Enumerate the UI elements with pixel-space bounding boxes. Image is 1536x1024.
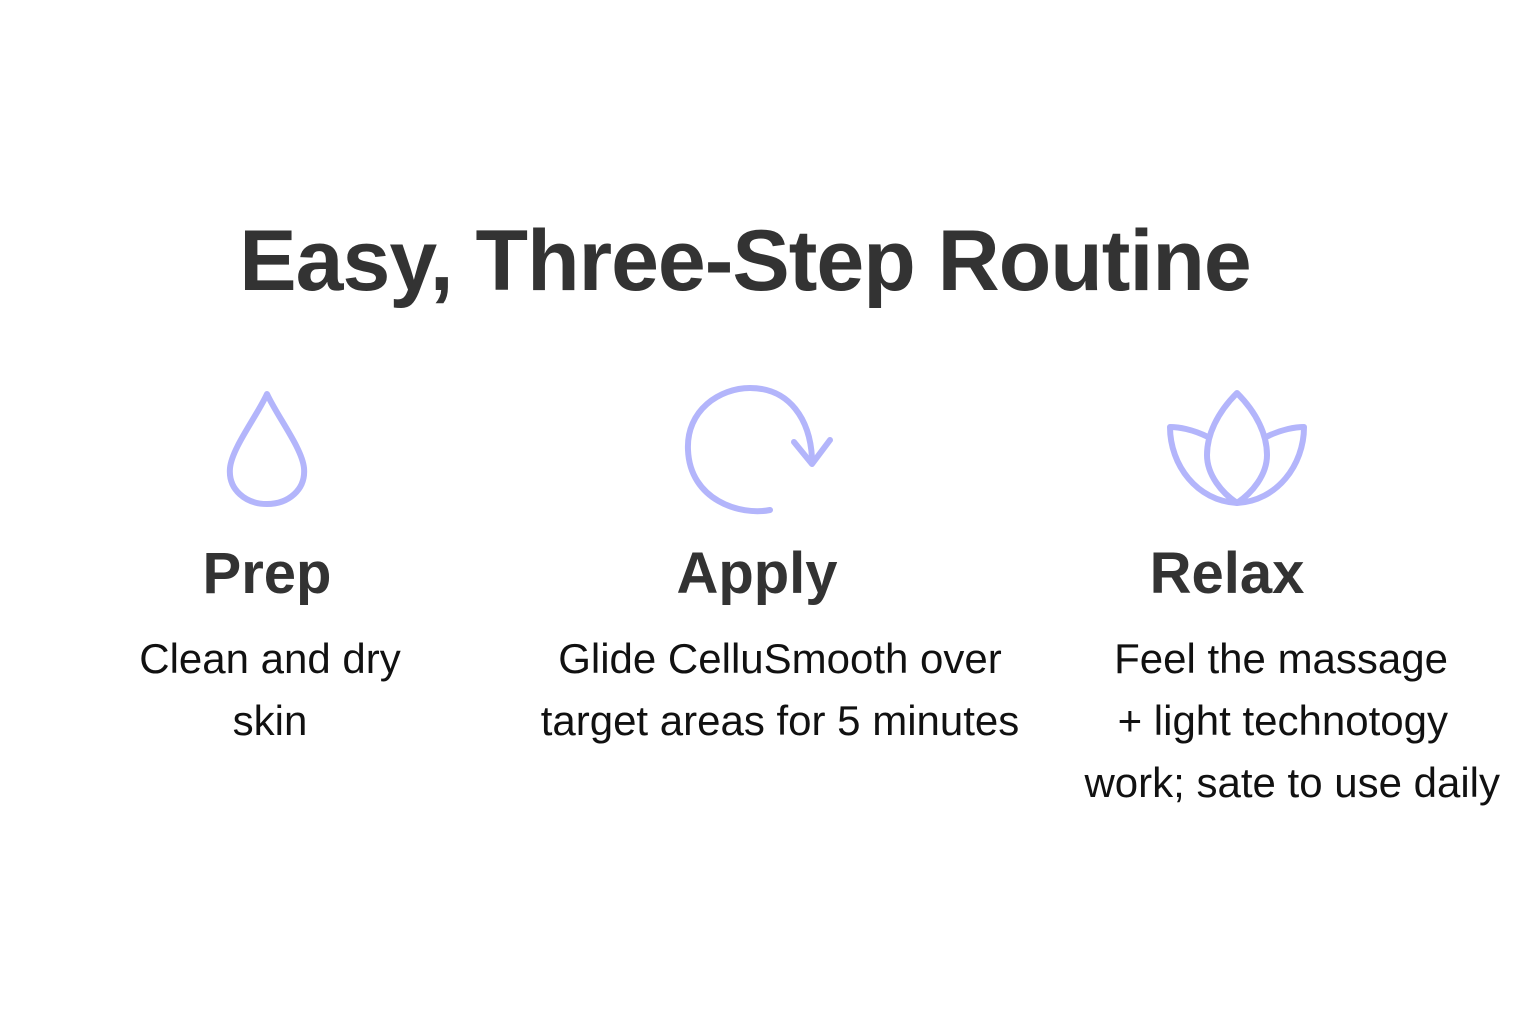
desc-line: work; sate to use daily: [1084, 759, 1500, 806]
desc-line: Feel the massage: [1114, 635, 1448, 682]
step-title-apply: Apply: [676, 541, 838, 606]
desc-line: skin: [232, 697, 308, 744]
desc-line: Clean and dry: [139, 635, 401, 682]
lotus-icon: [1167, 390, 1307, 506]
water-drop-icon: [226, 391, 308, 507]
desc-line: target areas for 5 minutes: [540, 697, 1020, 744]
circular-arrow-icon: [684, 384, 833, 515]
step-title-prep: Prep: [202, 541, 332, 606]
step-desc-prep: Clean and dry skin: [70, 628, 470, 752]
step-desc-relax: Feel the massage + light technotogy work…: [1010, 628, 1510, 814]
desc-line: Glide CelluSmooth over: [558, 635, 1002, 682]
desc-line: + light technotogy: [1117, 697, 1448, 744]
page-title: Easy, Three-Step Routine: [239, 213, 1251, 309]
step-desc-apply: Glide CelluSmooth over target areas for …: [510, 628, 1050, 752]
step-title-relax: Relax: [1149, 541, 1305, 606]
